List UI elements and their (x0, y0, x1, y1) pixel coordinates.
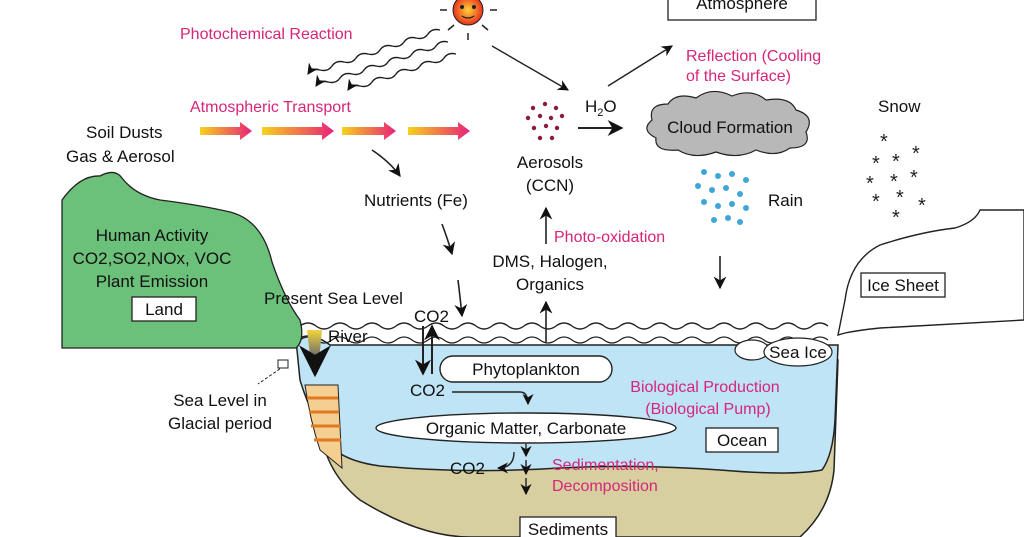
svg-text:*: * (892, 151, 900, 173)
bio-label-2: (Biological Pump) (645, 401, 770, 418)
glacial-label-1: Sea Level in (173, 391, 267, 410)
land-box (131, 296, 197, 322)
photochemical-label: Photochemical Reaction (180, 26, 353, 43)
snow-label: Snow (878, 97, 921, 116)
sediments-label: Sediments (528, 520, 608, 537)
phytoplankton-label: Phytoplankton (472, 360, 580, 379)
dms-label-2: Organics (516, 275, 584, 294)
nutrients-label: Nutrients (Fe) (364, 191, 468, 210)
arrow-transport-nutrients (371, 149, 401, 178)
transport-label: Atmospheric Transport (190, 99, 352, 116)
organic-matter-label: Organic Matter, Carbonate (426, 419, 626, 438)
sea-ice-label: Sea Ice (769, 343, 827, 362)
svg-text:*: * (896, 187, 904, 209)
aerosols-label-2: (CCN) (526, 176, 574, 195)
glacial-label-2: Glacial period (168, 414, 272, 433)
human-activity-2: CO2,SO2,NOx, VOC (73, 249, 232, 268)
rain-dots (695, 169, 749, 225)
reflection-label-1: Reflection (Cooling (686, 48, 821, 65)
svg-text:*: * (880, 131, 888, 153)
cloud-label: Cloud Formation (667, 118, 793, 137)
h2o-label: H2O (585, 97, 617, 119)
ice-sheet-label: Ice Sheet (867, 276, 939, 295)
co2-label-bottom: CO2 (450, 459, 485, 478)
svg-text:*: * (918, 195, 926, 217)
aerosols-label-1: Aerosols (517, 153, 583, 172)
svg-text:*: * (890, 171, 898, 193)
aerosol-dots (525, 101, 565, 141)
phytoplankton-box (439, 355, 613, 383)
photochemical-arrows (307, 28, 457, 91)
svg-text:*: * (912, 143, 920, 165)
human-activity-1: Human Activity (96, 226, 209, 245)
soil-label-1: Soil Dusts (86, 123, 163, 142)
transport-arrows (200, 122, 470, 140)
ice-sheet-box (860, 272, 946, 298)
present-sea-level-label: Present Sea Level (264, 289, 403, 308)
svg-text:*: * (892, 207, 900, 229)
river-label: River (328, 327, 368, 346)
snow-asterisks: **** *** *** * (866, 131, 926, 229)
sediments-box (519, 516, 617, 537)
sun-icon (440, 0, 497, 40)
atmosphere-title: Atmosphere (696, 0, 788, 13)
human-activity-3: Plant Emission (96, 272, 208, 291)
svg-text:*: * (866, 173, 874, 195)
arrow-sun-aerosols (491, 45, 569, 91)
sedimentation-label-1: Sedimentation, (552, 457, 659, 474)
sedimentation-label-2: Decomposition (552, 478, 658, 495)
svg-text:*: * (910, 167, 918, 189)
svg-text:*: * (872, 191, 880, 213)
co2-label-mid: CO2 (410, 381, 445, 400)
atmosphere-box (667, 0, 817, 21)
rain-label: Rain (768, 191, 803, 210)
land-mass (61, 171, 303, 349)
cloud-shape (646, 90, 810, 157)
bio-label-1: Biological Production (630, 379, 779, 396)
dms-label-1: DMS, Halogen, (492, 252, 607, 271)
arrow-reflection (607, 45, 673, 87)
arrow-nutrients-ocean (441, 223, 455, 256)
ocean-label: Ocean (717, 431, 767, 450)
svg-text:*: * (872, 153, 880, 175)
organic-matter-ellipse (375, 412, 677, 444)
reflection-label-2: of the Surface) (686, 68, 791, 85)
land-label: Land (145, 300, 183, 319)
glacial-sediment (304, 384, 343, 470)
soil-label-2: Gas & Aerosol (66, 147, 175, 166)
sedimentation-arrows (496, 444, 532, 496)
co2-label-top: CO2 (414, 307, 449, 326)
photooxidation-label: Photo-oxidation (554, 229, 665, 246)
sea-surface-waves (299, 322, 829, 330)
ocean-box (705, 427, 779, 453)
